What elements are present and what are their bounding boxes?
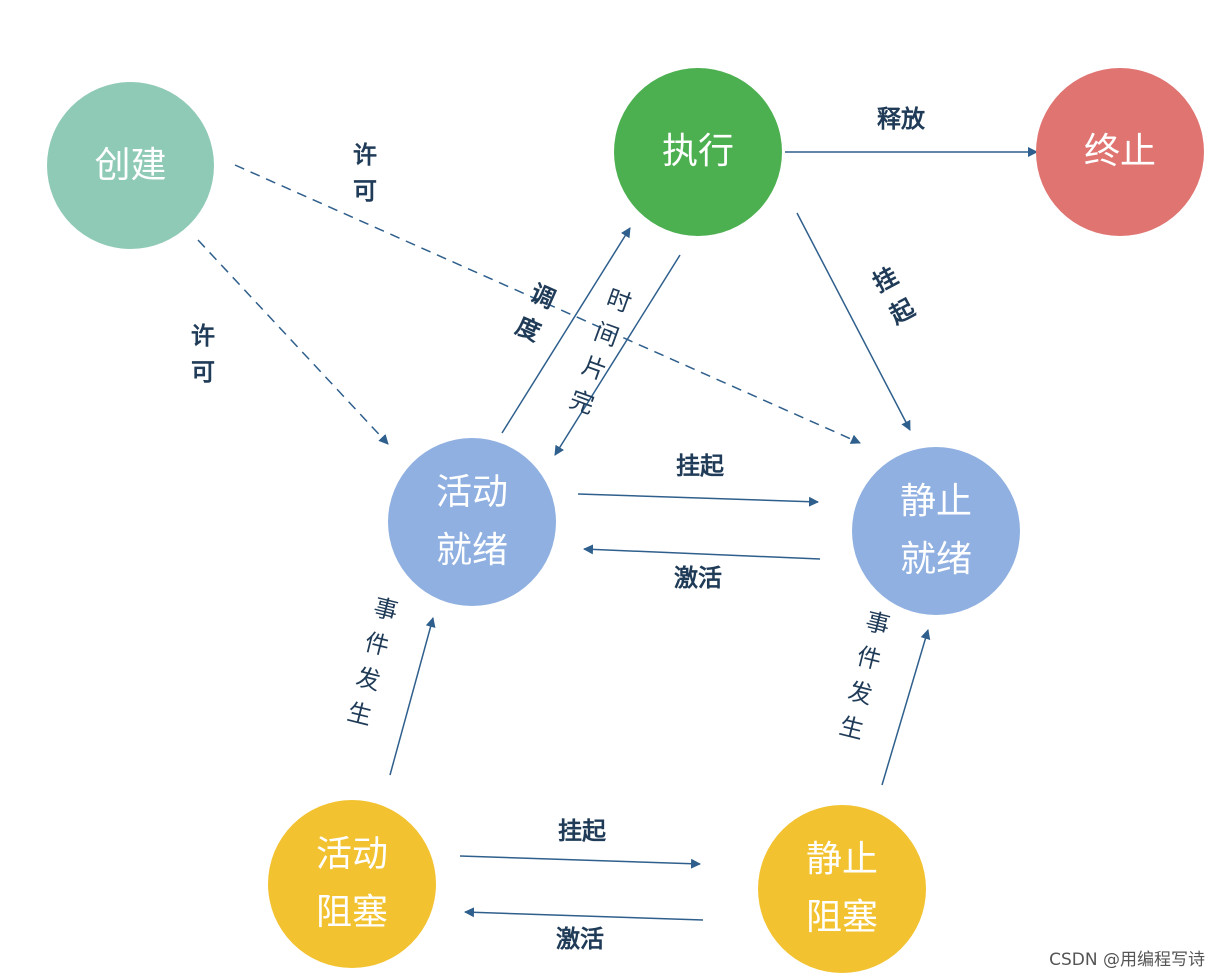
node-execute: 执行 — [614, 68, 782, 236]
label-allow-left: 许可 — [191, 322, 215, 386]
node-active-blocked: 活动 阻塞 — [268, 800, 436, 968]
node-static-blocked: 静止 阻塞 — [758, 805, 926, 973]
node-static-ready: 静止 就绪 — [852, 447, 1020, 615]
node-terminate: 终止 — [1036, 68, 1204, 236]
arrow-create-to-static-ready — [234, 164, 861, 444]
arrow-static-blocked-to-active-blocked — [464, 907, 704, 921]
arrow-active-ready-to-static-ready — [577, 493, 819, 507]
node-create: 创建 — [47, 82, 214, 249]
node-execute-label: 执行 — [661, 131, 734, 172]
node-static-blocked-label: 静止 阻塞 — [805, 839, 878, 938]
node-static-ready-label: 静止 就绪 — [899, 481, 972, 580]
label-allow-top: 许可 — [353, 141, 377, 205]
watermark: CSDN @用编程写诗 — [1049, 950, 1205, 970]
label-activate-ready: 激活 — [674, 564, 722, 592]
arrow-static-blocked-to-static-ready — [881, 629, 931, 786]
node-terminate-label: 终止 — [1083, 131, 1156, 172]
node-active-blocked-label: 活动 阻塞 — [315, 834, 388, 933]
label-release: 释放 — [877, 105, 925, 133]
label-suspend-ready: 挂起 — [676, 452, 724, 480]
label-activate-blocked: 激活 — [556, 925, 604, 953]
arrow-create-to-active-ready — [197, 239, 389, 445]
arrow-active-blocked-to-active-ready — [389, 617, 436, 776]
arrow-active-ready-to-execute — [501, 227, 631, 434]
node-active-ready: 活动 就绪 — [388, 438, 556, 606]
arrow-execute-to-static-ready — [796, 212, 911, 431]
arrow-execute-to-active-ready — [554, 254, 681, 456]
node-active-ready-label: 活动 就绪 — [435, 472, 508, 571]
arrow-active-blocked-to-static-blocked — [459, 855, 701, 869]
label-suspend-blocked: 挂起 — [558, 817, 606, 845]
node-create-label: 创建 — [94, 144, 167, 186]
arrow-static-ready-to-active-ready — [583, 544, 821, 560]
